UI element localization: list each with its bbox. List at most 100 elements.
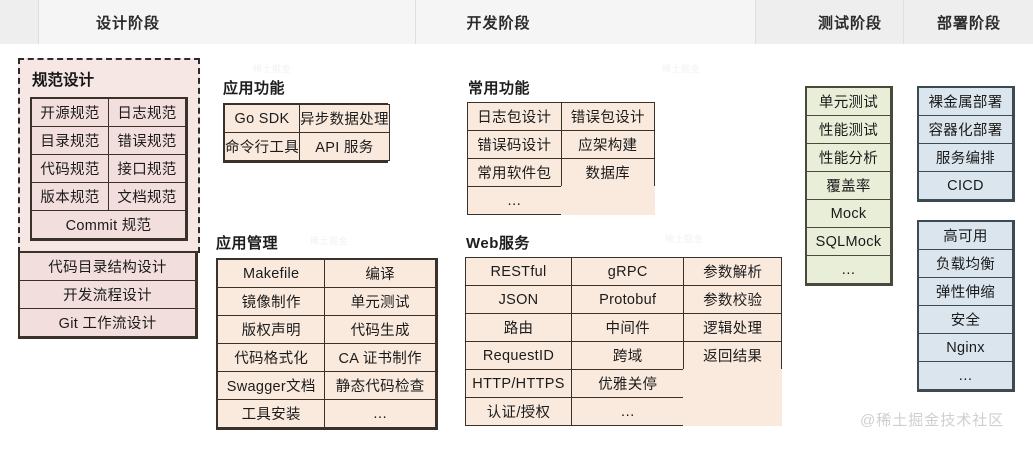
table-cell[interactable]: …: [918, 361, 1013, 390]
web-service-title: Web服务: [466, 235, 530, 252]
table-cell[interactable]: SQLMock: [806, 227, 891, 256]
table-cell-commit-spec[interactable]: Commit 规范: [31, 210, 186, 239]
table-cell[interactable]: 代码格式化: [217, 343, 326, 372]
table-cell[interactable]: 参数校验: [683, 285, 782, 314]
table-cell[interactable]: 日志规范: [108, 98, 186, 127]
table-cell[interactable]: Git 工作流设计: [19, 308, 196, 337]
header-divider-3: [755, 0, 756, 44]
table-cell[interactable]: 中间件: [571, 313, 685, 342]
table-cell[interactable]: 认证/授权: [465, 397, 573, 426]
table-cell[interactable]: 数据库: [560, 158, 655, 187]
table-cell[interactable]: RESTful: [465, 257, 573, 286]
table-cell[interactable]: Nginx: [918, 333, 1013, 362]
table-cell[interactable]: Makefile: [217, 259, 326, 288]
table-cell[interactable]: CA 证书制作: [324, 343, 436, 372]
phase-title-design: 设计阶段: [95, 14, 160, 32]
table-cell[interactable]: 容器化部署: [918, 115, 1013, 144]
table-cell[interactable]: 目录规范: [31, 126, 109, 155]
table-cell[interactable]: 接口规范: [108, 154, 186, 183]
table-cell[interactable]: 错误包设计: [560, 102, 655, 131]
table-cell[interactable]: 覆盖率: [806, 171, 891, 200]
table-cell[interactable]: 开发流程设计: [19, 280, 196, 309]
table-cell[interactable]: gRPC: [571, 257, 685, 286]
faint-watermark-1: 稀土掘金: [253, 64, 292, 74]
table-cell[interactable]: 工具安装: [217, 399, 326, 428]
phase-title-deployment: 部署阶段: [936, 14, 1001, 32]
table-cell[interactable]: 日志包设计: [467, 102, 562, 131]
table-cell[interactable]: 服务编排: [918, 143, 1013, 172]
table-cell[interactable]: Mock: [806, 199, 891, 228]
table-cell[interactable]: 代码规范: [31, 154, 109, 183]
table-cell[interactable]: 异步数据处理: [299, 104, 390, 133]
table-cell[interactable]: 裸金属部署: [918, 87, 1013, 116]
table-cell[interactable]: Go SDK: [224, 104, 300, 133]
common-features-group: 常用功能 日志包设计错误包设计错误码设计应架构建常用软件包数据库…: [467, 77, 655, 215]
phase-header-bar: 设计阶段 开发阶段 测试阶段 部署阶段: [0, 0, 1033, 45]
table-cell[interactable]: API 服务: [299, 132, 390, 161]
table-cell[interactable]: …: [467, 186, 562, 215]
table-cell[interactable]: 文档规范: [108, 182, 186, 211]
table-cell[interactable]: 负载均衡: [918, 249, 1013, 278]
table-cell[interactable]: 开源规范: [31, 98, 109, 127]
community-watermark: @稀土掘金技术社区: [860, 412, 1005, 429]
empty-cell: [683, 369, 782, 398]
table-cell[interactable]: 镜像制作: [217, 287, 326, 316]
table-cell[interactable]: 版本规范: [31, 182, 109, 211]
diagram-canvas: 稀土掘金 稀土掘金 稀土掘金 稀土掘金 稀土掘金 稀土掘金 规范设计 开源规范日…: [0, 44, 1033, 453]
table-cell[interactable]: 逻辑处理: [683, 313, 782, 342]
table-cell[interactable]: JSON: [465, 285, 573, 314]
table-cell[interactable]: 错误码设计: [467, 130, 562, 159]
table-cell[interactable]: 弹性伸缩: [918, 277, 1013, 306]
table-cell[interactable]: 单元测试: [806, 87, 891, 116]
table-cell[interactable]: 编译: [324, 259, 436, 288]
phase-title-testing: 测试阶段: [817, 14, 882, 32]
table-cell[interactable]: 优雅关停: [571, 369, 685, 398]
table-cell[interactable]: 返回结果: [683, 341, 782, 370]
table-cell[interactable]: RequestID: [465, 341, 573, 370]
faint-watermark-5: 稀土掘金: [665, 234, 704, 244]
table-cell[interactable]: 代码目录结构设计: [19, 252, 196, 281]
empty-cell: [560, 186, 655, 215]
table-cell[interactable]: …: [806, 255, 891, 284]
table-cell[interactable]: Swagger文档: [217, 371, 326, 400]
table-cell[interactable]: 错误规范: [108, 126, 186, 155]
table-cell[interactable]: …: [324, 399, 436, 428]
header-shade-mid: [416, 0, 755, 44]
table-cell[interactable]: 单元测试: [324, 287, 436, 316]
app-management-title: 应用管理: [216, 235, 279, 252]
common-features-table: 日志包设计错误包设计错误码设计应架构建常用软件包数据库…: [467, 102, 655, 215]
table-cell[interactable]: 性能分析: [806, 143, 891, 172]
table-cell[interactable]: 安全: [918, 305, 1013, 334]
table-cell[interactable]: 性能测试: [806, 115, 891, 144]
table-cell[interactable]: 常用软件包: [467, 158, 562, 187]
table-cell[interactable]: 跨域: [571, 341, 685, 370]
table-cell[interactable]: 参数解析: [683, 257, 782, 286]
table-cell[interactable]: HTTP/HTTPS: [465, 369, 573, 398]
table-cell[interactable]: 版权声明: [217, 315, 326, 344]
phase-title-development: 开发阶段: [466, 14, 531, 32]
common-features-title: 常用功能: [468, 80, 531, 97]
empty-cell: [683, 397, 782, 426]
table-cell[interactable]: CICD: [918, 171, 1013, 200]
table-cell[interactable]: 静态代码检查: [324, 371, 436, 400]
table-cell[interactable]: …: [571, 397, 685, 426]
faint-watermark-2: 稀土掘金: [662, 64, 701, 74]
table-cell[interactable]: 路由: [465, 313, 573, 342]
header-divider-2: [415, 0, 416, 44]
table-cell[interactable]: 应架构建: [560, 130, 655, 159]
table-cell[interactable]: 代码生成: [324, 315, 436, 344]
table-cell[interactable]: Protobuf: [571, 285, 685, 314]
table-cell[interactable]: 高可用: [918, 221, 1013, 250]
table-cell[interactable]: 命令行工具: [224, 132, 300, 161]
